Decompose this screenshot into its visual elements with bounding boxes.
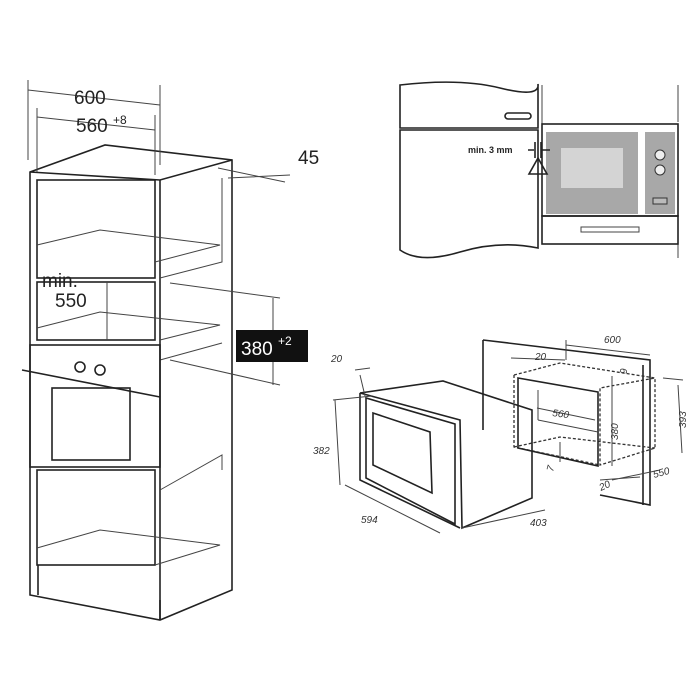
- dim-inner-380: 380: [610, 423, 621, 440]
- cabinet-handle: [504, 112, 532, 120]
- oven: [21, 344, 161, 468]
- dim-560-tol: +8: [113, 113, 127, 127]
- dim-bottom-7: 7: [545, 464, 557, 473]
- dim-560: 560: [76, 116, 108, 137]
- dim-top-6: 6: [617, 368, 628, 374]
- dim-inner-560: 560: [552, 408, 570, 421]
- appliance: [359, 380, 533, 530]
- gap-label: min. 3 mm: [468, 145, 513, 155]
- dim-appliance-382: 382: [313, 446, 330, 457]
- dim-outer-393: 393: [678, 411, 689, 428]
- dim-600: 600: [74, 88, 106, 109]
- dim-appliance-594: 594: [361, 515, 378, 526]
- tall-cabinet: [21, 144, 233, 621]
- dim-side-20: 20: [597, 479, 613, 494]
- dim-depth-550: 550: [652, 466, 671, 481]
- tall-cabinet-dimensions: 600 560 +8 45 min. 550 380 +2: [27, 80, 319, 386]
- dim-frame-inner-20: 20: [534, 352, 547, 363]
- min-label: min.: [42, 271, 78, 292]
- iso-view: 20 20 600 6 560 380 393 382 7 550 20 594…: [313, 335, 689, 534]
- dim-appliance-403: 403: [530, 518, 547, 529]
- dim-380-tol: +2: [278, 334, 292, 348]
- dim-380: 380: [241, 339, 273, 360]
- microwave-window: [561, 148, 623, 188]
- dim-45: 45: [298, 148, 319, 169]
- dim-frame-20: 20: [330, 354, 343, 365]
- dim-niche-600: 600: [604, 335, 621, 346]
- front-view: min. 3 mm: [399, 81, 679, 259]
- niche-label-box: [236, 330, 308, 362]
- dim-550: 550: [55, 291, 87, 312]
